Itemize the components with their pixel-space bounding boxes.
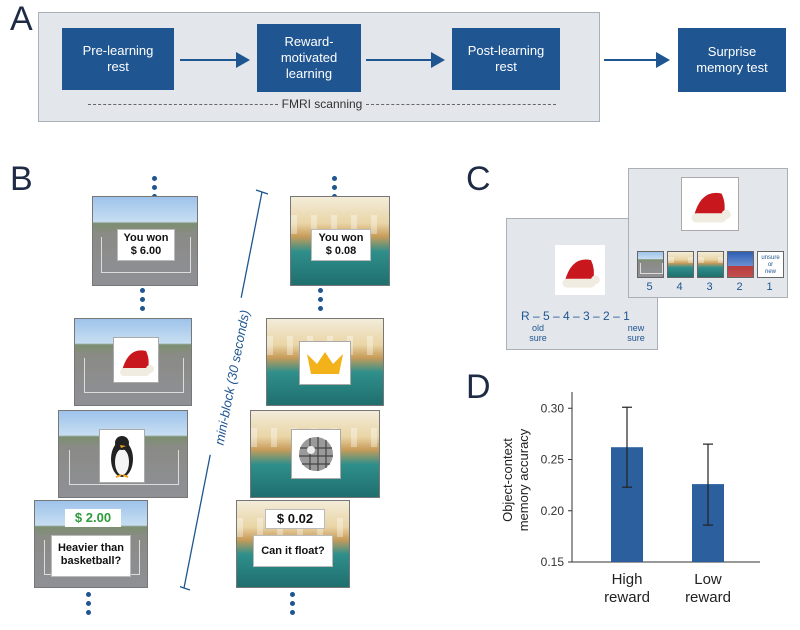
panel-b-letter: B xyxy=(10,160,33,198)
win-card-right-line1: You won xyxy=(318,232,364,244)
y-axis-label: Object-context xyxy=(500,438,515,522)
question-left-line1: Heavier than xyxy=(57,542,125,554)
context-num-3: 3 xyxy=(706,281,713,293)
learning-box: Reward- motivated learning xyxy=(257,24,361,92)
context-thumb-5 xyxy=(637,251,664,278)
penguin-icon xyxy=(99,429,145,483)
panel-c-letter: C xyxy=(466,160,491,198)
win-card-left-line2: $ 6.00 xyxy=(130,245,162,257)
pool-photo-3 xyxy=(250,410,380,498)
context-num-2: 2 xyxy=(736,281,743,293)
memory-test-label: Surprise memory test xyxy=(696,44,768,75)
pool-photo-2 xyxy=(266,318,384,406)
santa-hat-recognition-icon xyxy=(555,245,605,295)
panel-d-letter: D xyxy=(466,368,491,406)
pre-learning-label: Pre-learning rest xyxy=(82,43,154,74)
memory-test-box: Surprise memory test xyxy=(678,28,786,92)
post-learning-label: Post-learning rest xyxy=(467,43,545,74)
court-photo-3 xyxy=(58,410,188,498)
win-card-right-line2: $ 0.08 xyxy=(325,245,357,257)
dots-bottom-left xyxy=(86,592,92,619)
category-label-0: High xyxy=(612,571,643,588)
question-card-left: Heavier than basketball? xyxy=(51,535,131,577)
panel-a-letter: A xyxy=(10,0,33,38)
win-card-left: You won $ 6.00 xyxy=(117,229,175,261)
category-label-1: Low xyxy=(694,571,722,588)
category-label-1: reward xyxy=(685,589,731,606)
question-card-right: Can it float? xyxy=(253,535,333,567)
dots-mid-right xyxy=(318,288,324,315)
context-num-1: 1 xyxy=(766,281,773,293)
context-num-4: 4 xyxy=(676,281,683,293)
y-tick-label: 0.30 xyxy=(541,401,565,415)
win-card-right: You won $ 0.08 xyxy=(311,229,371,261)
question-left-line2: basketball? xyxy=(60,555,122,567)
pool-photo-1: You won $ 0.08 xyxy=(290,196,390,286)
y-axis-label: memory accuracy xyxy=(516,428,531,531)
post-learning-box: Post-learning rest xyxy=(452,28,560,90)
context-thumb-4 xyxy=(667,251,694,278)
confidence-scale: R – 5 – 4 – 3 – 2 – 1 xyxy=(521,309,630,323)
learning-label: Reward- motivated learning xyxy=(280,34,338,81)
reward-amount-right: $ 0.02 xyxy=(265,509,325,529)
win-card-left-line1: You won xyxy=(123,232,169,244)
court-photo-2 xyxy=(74,318,192,406)
paper-crown-icon xyxy=(299,341,351,385)
reward-amount-left: $ 2.00 xyxy=(65,509,121,527)
y-tick-label: 0.25 xyxy=(541,453,565,467)
context-num-5: 5 xyxy=(646,281,653,293)
panel-a-arrows xyxy=(180,52,670,68)
pre-learning-box: Pre-learning rest xyxy=(62,28,174,90)
category-label-0: reward xyxy=(604,589,650,606)
dots-bottom-right xyxy=(290,592,296,619)
santa-hat-icon xyxy=(113,337,159,383)
dots-mid-left xyxy=(140,288,146,315)
y-tick-label: 0.15 xyxy=(541,555,565,569)
court-photo-1: You won $ 6.00 xyxy=(92,196,198,286)
context-thumb-2 xyxy=(727,251,754,278)
court-photo-4: $ 2.00 Heavier than basketball? xyxy=(34,500,148,588)
scan-label-row: FMRI scanning xyxy=(62,97,582,111)
context-thumb-3 xyxy=(697,251,724,278)
santa-hat-context-icon xyxy=(681,177,739,231)
y-tick-label: 0.20 xyxy=(541,504,565,518)
pool-photo-4: $ 0.02 Can it float? xyxy=(236,500,350,588)
scan-label: FMRI scanning xyxy=(281,97,363,111)
disco-ball-icon xyxy=(291,429,341,479)
